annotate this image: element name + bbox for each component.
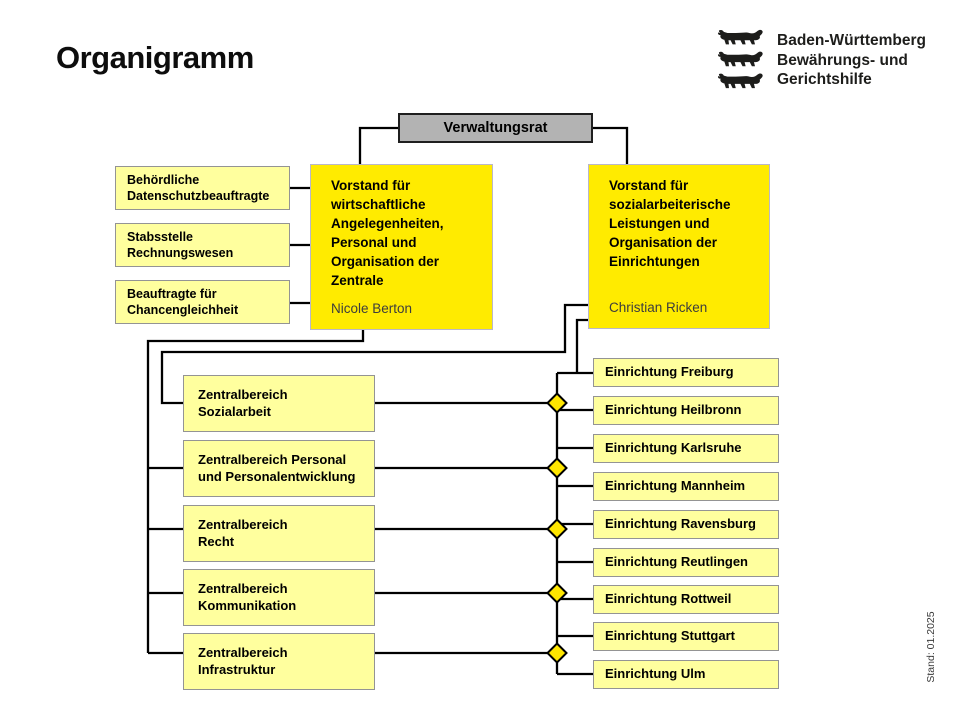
box-zentralbereich-kommunikation: Zentralbereich Kommunikation: [183, 569, 375, 626]
executive-title: Vorstand für wirtschaftliche Angelegenhe…: [331, 178, 444, 288]
box-beauftragte-chancengleichheit: Beauftragte für Chancengleichheit: [115, 280, 290, 324]
executive-name: Christian Ricken: [609, 300, 708, 315]
box-vorstand-wirtschaft: Vorstand für wirtschaftliche Angelegenhe…: [310, 164, 493, 330]
box-einrichtung-karlsruhe: Einrichtung Karlsruhe: [593, 434, 779, 463]
box-zentralbereich-infrastruktur: Zentralbereich Infrastruktur: [183, 633, 375, 690]
box-einrichtung-freiburg: Einrichtung Freiburg: [593, 358, 779, 387]
box-label: Einrichtung Stuttgart: [605, 628, 735, 644]
box-einrichtung-heilbronn: Einrichtung Heilbronn: [593, 396, 779, 425]
box-stabsstelle-rechnungswesen: Stabsstelle Rechnungswesen: [115, 223, 290, 267]
box-label: Einrichtung Ulm: [605, 666, 706, 682]
stand-date-note: Stand: 01.2025: [925, 611, 937, 683]
executive-name: Nicole Berton: [331, 301, 413, 316]
box-label: Zentralbereich Sozialarbeit: [198, 386, 288, 419]
box-label: Verwaltungsrat: [443, 120, 548, 136]
box-zentralbereich-sozialarbeit: Zentralbereich Sozialarbeit: [183, 375, 375, 432]
box-datenschutzbeauftragte: Behördliche Datenschutzbeauftragte: [115, 166, 290, 210]
junction-diamonds: [546, 392, 568, 664]
box-label: Einrichtung Freiburg: [605, 364, 734, 380]
coat-of-arms-three-lions-icon: [717, 29, 763, 89]
box-label: Zentralbereich Personal und Personalentw…: [198, 451, 356, 484]
box-label: Zentralbereich Kommunikation: [198, 580, 297, 613]
logo-org-name: Baden-Württemberg Bewährungs- und Gerich…: [777, 32, 926, 88]
box-einrichtung-rottweil: Einrichtung Rottweil: [593, 585, 779, 614]
box-einrichtung-mannheim: Einrichtung Mannheim: [593, 472, 779, 501]
box-label: Einrichtung Reutlingen: [605, 554, 748, 570]
box-verwaltungsrat: Verwaltungsrat: [398, 113, 593, 143]
box-einrichtung-reutlingen: Einrichtung Reutlingen: [593, 548, 779, 577]
box-zentralbereich-recht: Zentralbereich Recht: [183, 505, 375, 562]
box-label: Zentralbereich Recht: [198, 516, 288, 549]
box-label: Einrichtung Ravensburg: [605, 516, 756, 532]
box-label: Beauftragte für Chancengleichheit: [127, 286, 239, 317]
box-label: Einrichtung Karlsruhe: [605, 440, 742, 456]
box-label: Einrichtung Mannheim: [605, 478, 746, 494]
box-label: Einrichtung Rottweil: [605, 591, 732, 607]
box-einrichtung-ravensburg: Einrichtung Ravensburg: [593, 510, 779, 539]
box-vorstand-sozialarbeit: Vorstand für sozialarbeiterische Leistun…: [588, 164, 770, 329]
box-label: Zentralbereich Infrastruktur: [198, 644, 288, 677]
box-label: Einrichtung Heilbronn: [605, 402, 742, 418]
executive-title: Vorstand für sozialarbeiterische Leistun…: [609, 178, 731, 269]
box-einrichtung-stuttgart: Einrichtung Stuttgart: [593, 622, 779, 651]
box-zentralbereich-personal: Zentralbereich Personal und Personalentw…: [183, 440, 375, 497]
box-label: Stabsstelle Rechnungswesen: [127, 229, 234, 260]
box-label: Behördliche Datenschutzbeauftragte: [127, 172, 270, 203]
box-einrichtung-ulm: Einrichtung Ulm: [593, 660, 779, 689]
page-title: Organigramm: [56, 40, 254, 75]
